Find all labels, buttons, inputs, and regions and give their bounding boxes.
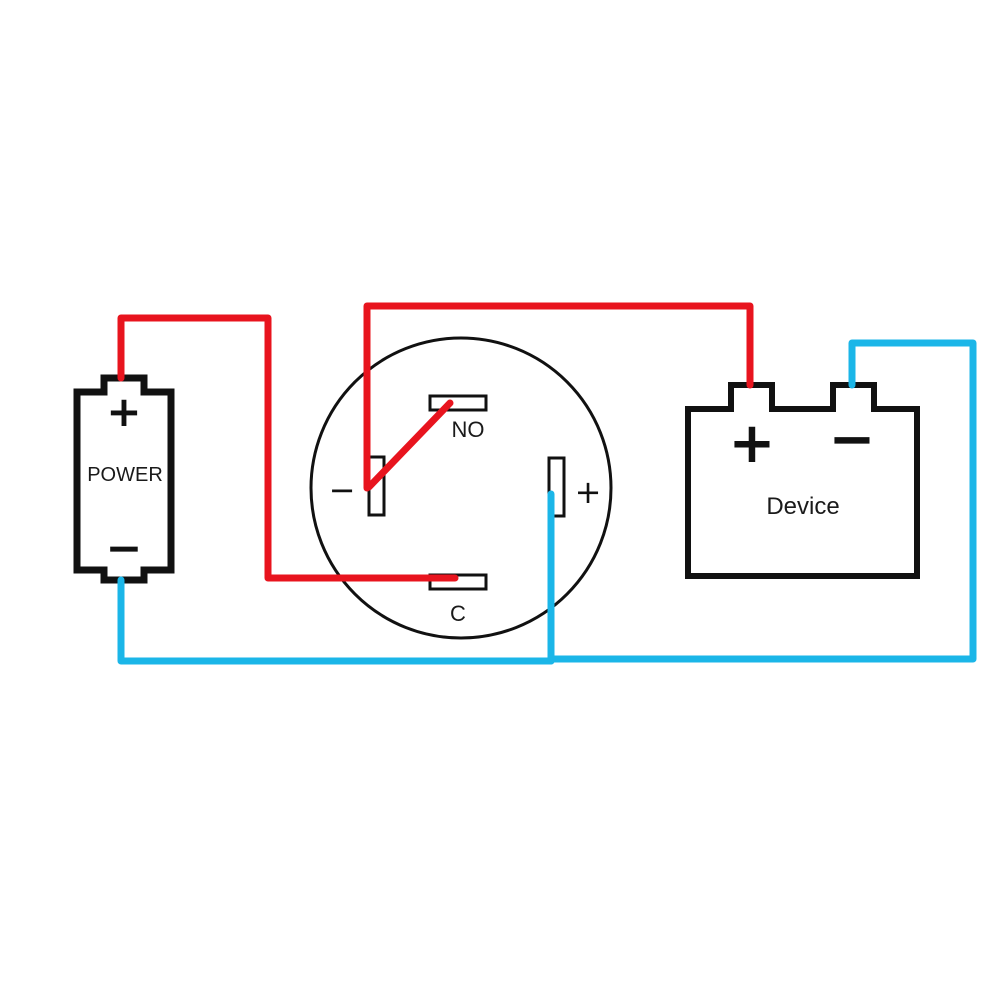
device-body xyxy=(685,382,920,579)
power-supply: + POWER − xyxy=(73,374,175,584)
device-label: Device xyxy=(766,493,839,520)
device: + − Device xyxy=(685,382,920,579)
positive-wires xyxy=(117,302,754,582)
switch-contact-arm xyxy=(365,399,454,491)
negative-wires xyxy=(117,339,977,665)
switch-plus-symbol: + xyxy=(575,473,602,511)
power-minus-symbol: − xyxy=(106,523,143,574)
terminal-c-label: C xyxy=(450,601,466,626)
switch-minus-symbol: − xyxy=(329,471,356,509)
wire-terminal-minus-to-device-plus xyxy=(363,302,754,492)
switch-body xyxy=(309,336,613,640)
terminal-no xyxy=(428,394,488,412)
device-plus-symbol: + xyxy=(729,411,776,476)
switch: NO C − + xyxy=(309,336,613,640)
wire-power-minus-to-device-minus xyxy=(117,576,555,665)
terminal-no-label: NO xyxy=(452,417,485,442)
wire-common-to-device-minus xyxy=(547,339,977,663)
power-plus-symbol: + xyxy=(106,387,141,436)
power-supply-body xyxy=(73,374,175,584)
wire-power-plus-to-terminal-c xyxy=(117,314,459,582)
device-minus-symbol: − xyxy=(829,407,876,472)
power-label: POWER xyxy=(87,464,163,486)
